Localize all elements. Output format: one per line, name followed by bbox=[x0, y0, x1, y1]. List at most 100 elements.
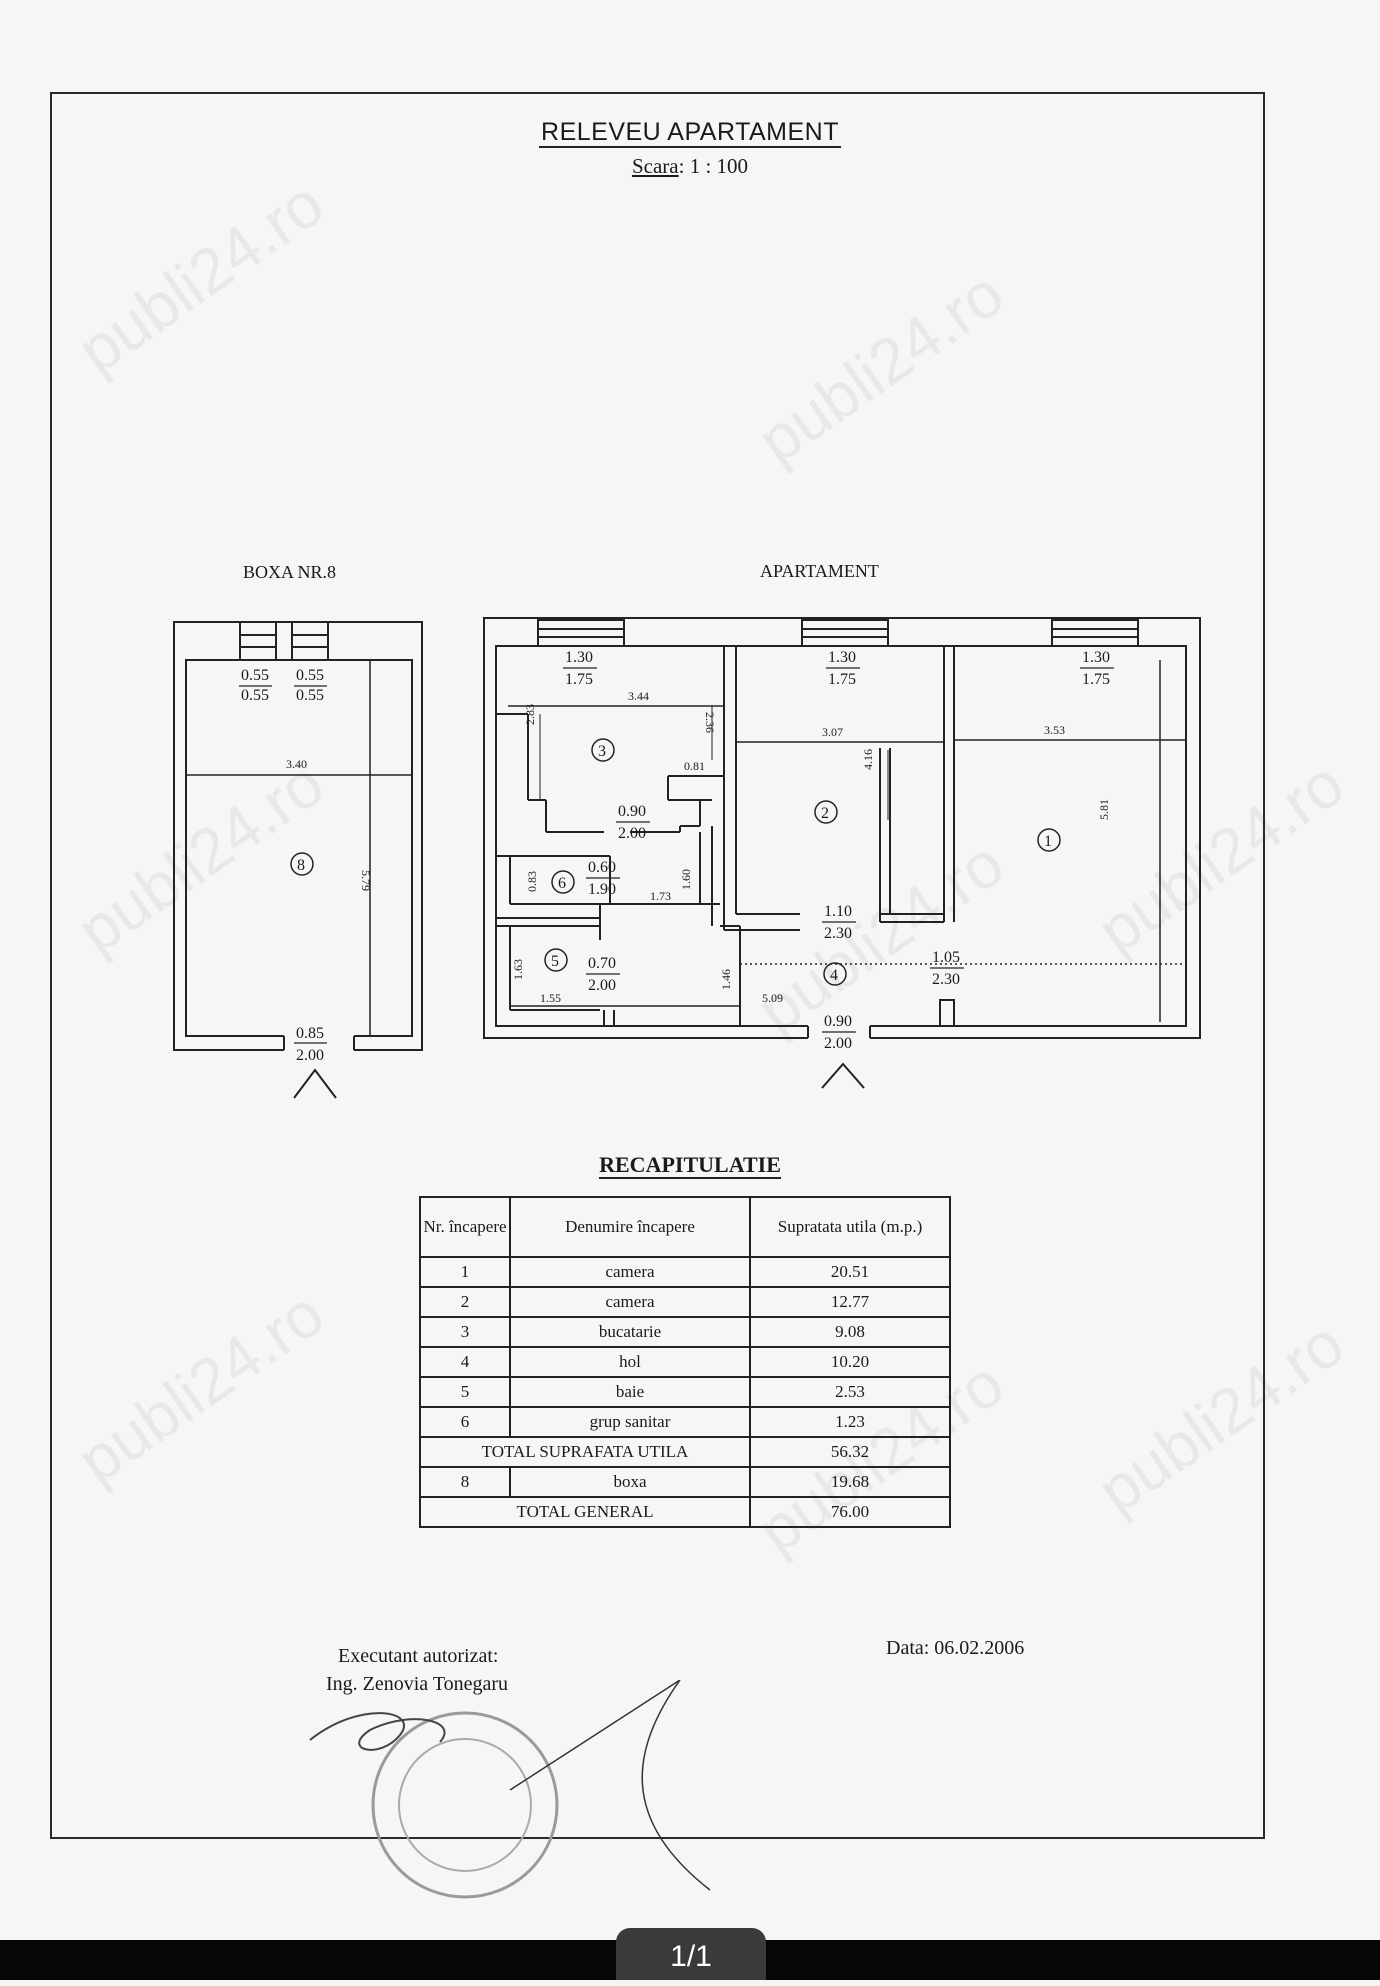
header-nr: Nr. încapere bbox=[419, 1196, 511, 1258]
room4-number: 4 bbox=[830, 967, 838, 984]
room3-height-right: 2.36 bbox=[703, 712, 717, 733]
room6-number: 6 bbox=[558, 875, 566, 892]
entry-door-bottom: 2.00 bbox=[824, 1035, 852, 1052]
cell-nr: 8 bbox=[419, 1466, 511, 1498]
cell-name: hol bbox=[509, 1346, 751, 1378]
room1-window-top: 1.30 bbox=[1082, 649, 1110, 666]
room5-height: 1.63 bbox=[511, 959, 525, 980]
room2-length: 4.16 bbox=[861, 749, 875, 770]
total-general-value: 76.00 bbox=[749, 1496, 951, 1528]
scale-note: Scara: 1 : 100 bbox=[631, 154, 749, 178]
room1-length: 5.81 bbox=[1097, 799, 1111, 820]
boxa-window1-top: 0.55 bbox=[241, 667, 269, 684]
room6-door-top: 0.60 bbox=[588, 859, 616, 876]
room4-door-top: 1.05 bbox=[932, 949, 960, 966]
boxa-window2-top: 0.55 bbox=[296, 667, 324, 684]
entry-door-top: 0.90 bbox=[824, 1013, 852, 1030]
boxa-room-number: 8 bbox=[297, 857, 305, 874]
room4-length: 5.09 bbox=[762, 991, 783, 1005]
cell-area: 12.77 bbox=[749, 1286, 951, 1318]
room3-window-top: 1.30 bbox=[565, 649, 593, 666]
boxa-caption: BOXA NR.8 bbox=[243, 562, 337, 582]
executant-block: Executant autorizat: Ing. Zenovia Tonega… bbox=[326, 1642, 508, 1698]
room6-width: 1.73 bbox=[650, 889, 671, 903]
room6-side: 1.60 bbox=[679, 869, 693, 890]
room5-number: 5 bbox=[551, 953, 559, 970]
page-indicator[interactable]: 1/1 bbox=[616, 1928, 766, 1980]
room6-door-bottom: 1.90 bbox=[588, 881, 616, 898]
cell-area: 2.53 bbox=[749, 1376, 951, 1408]
cell-nr: 5 bbox=[419, 1376, 511, 1408]
room4-door-bottom: 2.30 bbox=[932, 971, 960, 988]
room3-number: 3 bbox=[598, 743, 606, 760]
stamp-signature-icon bbox=[309, 1680, 711, 1899]
room1-window-bottom: 1.75 bbox=[1082, 671, 1110, 688]
room2-door-bottom: 2.30 bbox=[824, 925, 852, 942]
cell-area: 9.08 bbox=[749, 1316, 951, 1348]
cell-name: camera bbox=[509, 1286, 751, 1318]
room1-width: 3.53 bbox=[1044, 723, 1065, 737]
document-title: RELEVEU APARTAMENT bbox=[539, 118, 841, 148]
header-denumire: Denumire încapere bbox=[509, 1196, 751, 1258]
boxa-door-top: 0.85 bbox=[296, 1025, 324, 1042]
apartment-caption: APARTAMENT bbox=[760, 561, 879, 581]
boxa-window2-bottom: 0.55 bbox=[296, 687, 324, 704]
recap-table: Nr. încapere Denumire încapere Supratata… bbox=[419, 1196, 951, 1528]
room3-width: 3.44 bbox=[628, 689, 649, 703]
cell-name: grup sanitar bbox=[509, 1406, 751, 1438]
room2-door-top: 1.10 bbox=[824, 903, 852, 920]
engineer-name: Ing. Zenovia Tonegaru bbox=[326, 1673, 509, 1695]
room2-number: 2 bbox=[821, 805, 829, 822]
cell-name: boxa bbox=[509, 1466, 751, 1498]
cell-area: 10.20 bbox=[749, 1346, 951, 1378]
room3-window-bottom: 1.75 bbox=[565, 671, 593, 688]
room5-door-bottom: 2.00 bbox=[588, 977, 616, 994]
total-general-label: TOTAL GENERAL bbox=[419, 1496, 751, 1528]
cell-name: camera bbox=[509, 1256, 751, 1288]
cell-area: 19.68 bbox=[749, 1466, 951, 1498]
document-date: Data: 06.02.2006 bbox=[886, 1637, 1025, 1659]
room3-door-top: 0.90 bbox=[618, 803, 646, 820]
executant-label: Executant autorizat: bbox=[338, 1645, 499, 1667]
room4-height: 1.46 bbox=[719, 969, 733, 990]
total-useful-label: TOTAL SUPRAFATA UTILA bbox=[419, 1436, 751, 1468]
recap-title: RECAPITULATIE bbox=[599, 1152, 781, 1179]
room5-door-top: 0.70 bbox=[588, 955, 616, 972]
cell-name: bucatarie bbox=[509, 1316, 751, 1348]
room2-width: 3.07 bbox=[822, 725, 843, 739]
page-frame bbox=[50, 92, 1265, 1839]
cell-name: baie bbox=[509, 1376, 751, 1408]
room3-small-dim: 0.81 bbox=[684, 759, 705, 773]
total-useful-value: 56.32 bbox=[749, 1436, 951, 1468]
cell-nr: 2 bbox=[419, 1286, 511, 1318]
cell-nr: 4 bbox=[419, 1346, 511, 1378]
room3-height-left: 2.83 bbox=[523, 704, 537, 725]
room3-door-bottom: 2.00 bbox=[618, 825, 646, 842]
room2-window-bottom: 1.75 bbox=[828, 671, 856, 688]
table-header-row: Nr. încapere Denumire încapere Supratata… bbox=[419, 1196, 951, 1258]
cell-nr: 3 bbox=[419, 1316, 511, 1348]
boxa-width: 3.40 bbox=[286, 757, 307, 771]
boxa-window1-bottom: 0.55 bbox=[241, 687, 269, 704]
cell-nr: 1 bbox=[419, 1256, 511, 1288]
room5-width: 1.55 bbox=[540, 991, 561, 1005]
floor-plan: 0.55 0.55 0.55 0.55 3.40 5.79 8 0.85 2.0… bbox=[173, 617, 1201, 1099]
boxa-door-bottom: 2.00 bbox=[296, 1047, 324, 1064]
boxa-length: 5.79 bbox=[359, 870, 373, 891]
room6-height: 0.83 bbox=[525, 871, 539, 892]
cell-area: 1.23 bbox=[749, 1406, 951, 1438]
document-sheet: publi24.ro publi24.ro publi24.ro publi24… bbox=[50, 92, 1357, 1899]
cell-area: 20.51 bbox=[749, 1256, 951, 1288]
room1-number: 1 bbox=[1044, 833, 1052, 850]
room2-window-top: 1.30 bbox=[828, 649, 856, 666]
cell-nr: 6 bbox=[419, 1406, 511, 1438]
